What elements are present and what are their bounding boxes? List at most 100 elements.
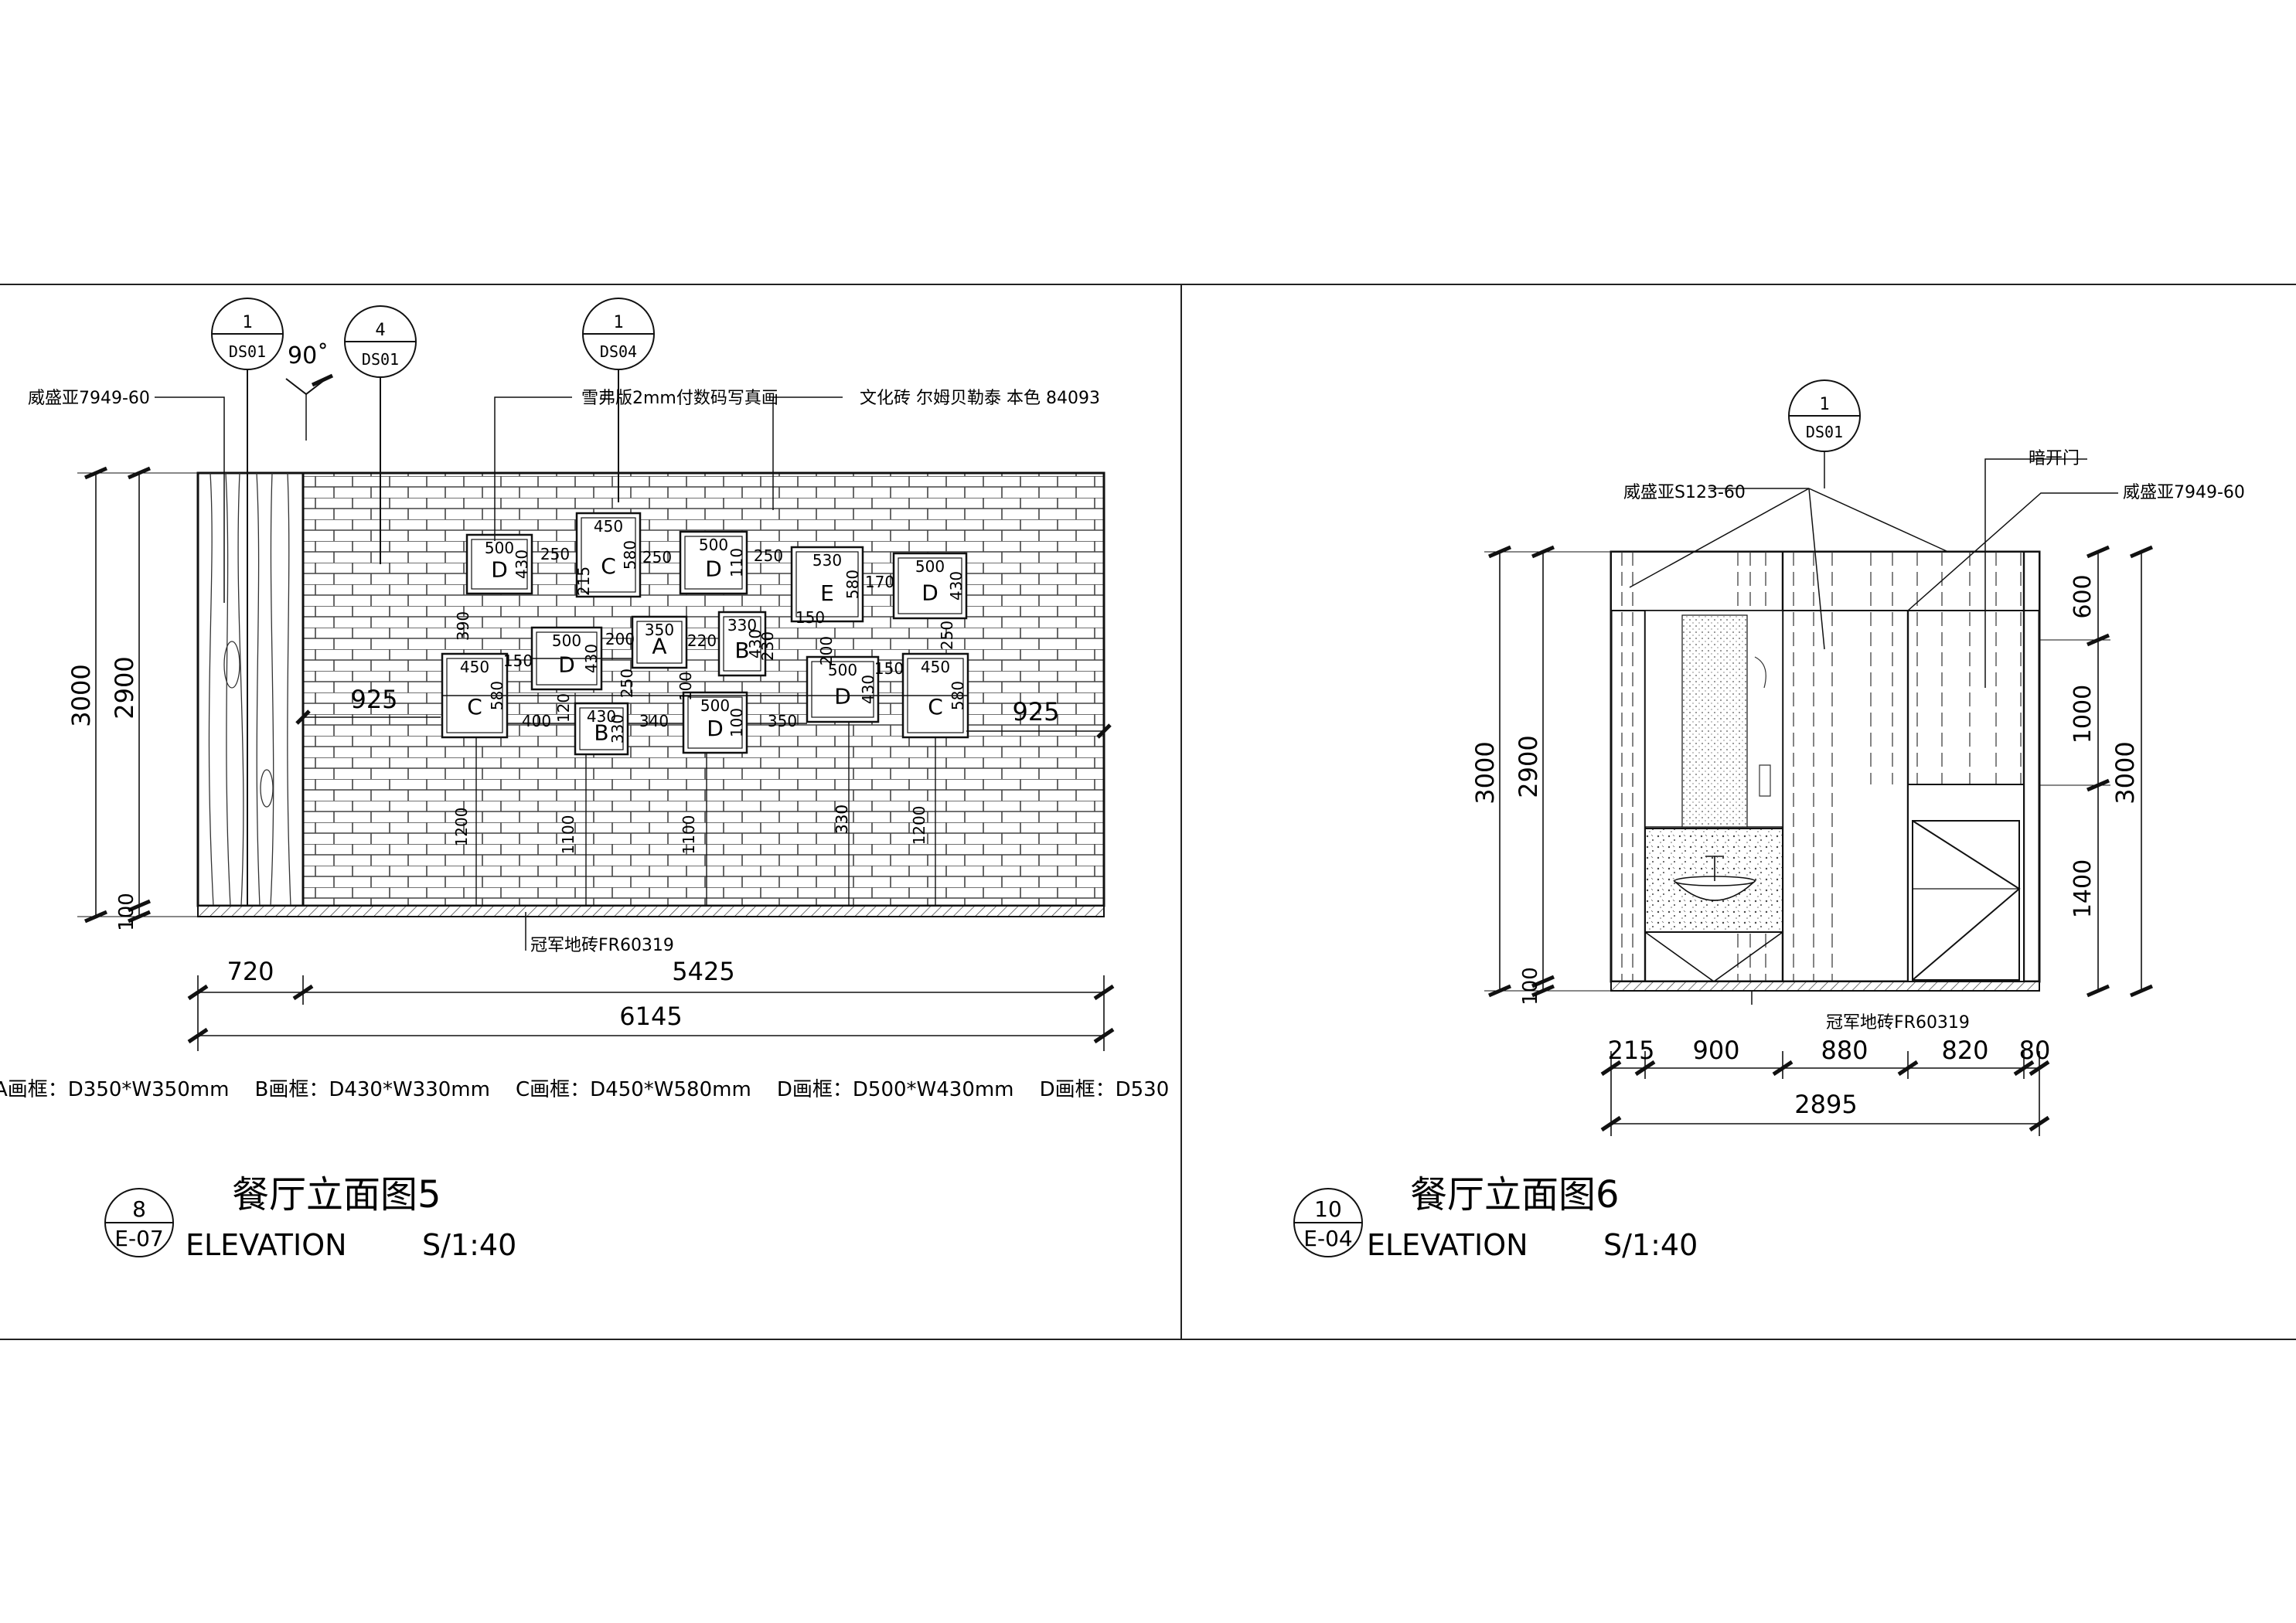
- wash-basin: [1673, 856, 1756, 901]
- frame-height-label: 330: [608, 714, 627, 743]
- title-cn-6: 餐厅立面图6: [1410, 1173, 1620, 1216]
- spacing-label: 120: [554, 693, 573, 723]
- note-print: 雪弗版2mm付数码写真画: [581, 389, 778, 408]
- spacing-label: 250: [540, 545, 570, 563]
- sheet-frame: [0, 284, 2296, 1340]
- spacing-label: 250: [754, 546, 783, 565]
- section-tag-mid: 4 DS01: [344, 305, 417, 564]
- sheet-code-5: E-07: [114, 1226, 163, 1251]
- spacing-label: 1100: [680, 815, 698, 855]
- picture-frame: [465, 533, 533, 595]
- spacing-label: 150: [874, 659, 904, 678]
- dim-6145: 6145: [619, 1002, 682, 1031]
- frame-height-label: 430: [513, 550, 531, 579]
- spacing-label: 215: [574, 567, 593, 596]
- picture-frame-inner: [687, 696, 743, 749]
- spacing-label: 340: [639, 712, 669, 730]
- section-tag-left: 1 DS01: [211, 298, 284, 906]
- spacing-label: 1200: [910, 806, 928, 846]
- tag-6-num: 1: [1819, 395, 1829, 414]
- dim-6-b5: 80: [2019, 1036, 2051, 1065]
- right-dimensions-6: [2039, 545, 2153, 998]
- picture-frame: [679, 530, 748, 595]
- leader-lines-6: [1629, 451, 2118, 1005]
- spacing-label: 1200: [452, 808, 471, 847]
- angle-label: 90˚: [288, 342, 329, 369]
- note-floor-6: 冠军地砖FR60319: [1826, 1013, 1970, 1033]
- title-en-5: ELEVATION: [186, 1228, 347, 1262]
- picture-frame-inner: [684, 536, 743, 590]
- wood-grain: [208, 472, 291, 907]
- dim-side-right: 925: [1012, 697, 1059, 726]
- tag-mid-num: 4: [375, 321, 385, 340]
- frame-letter: E: [820, 580, 834, 606]
- picture-frame-inner: [471, 539, 528, 590]
- spacing-label: 200: [817, 636, 836, 665]
- dim-6-600: 600: [2069, 574, 2097, 618]
- top-band: [1610, 551, 2040, 611]
- frame-width-label: 350: [645, 621, 674, 639]
- spacing-label: 250: [618, 669, 636, 698]
- left-dimensions: [77, 466, 198, 924]
- picture-frame-inner: [636, 621, 683, 664]
- frame-width-label: 330: [727, 616, 757, 635]
- dim-6-3000r: 3000: [2110, 741, 2140, 804]
- stone-counter: [1644, 828, 1783, 933]
- dim-6-total: 2895: [1794, 1090, 1857, 1119]
- angle-marker: 90˚: [285, 342, 334, 441]
- picture-frame-inner: [581, 517, 636, 593]
- title-block-5: 餐厅立面图5 8 E-07 ELEVATION S/1:40: [104, 1173, 516, 1262]
- frame-letter: C: [467, 694, 482, 720]
- right-cabinet: [1907, 784, 2025, 982]
- tag-6-code: DS01: [1806, 423, 1843, 441]
- picture-frame: [717, 611, 767, 677]
- frame-letter: D: [707, 716, 724, 741]
- spacing-label: 220: [687, 631, 717, 650]
- tag-mid-code: DS01: [362, 350, 399, 369]
- dim-6-3000: 3000: [1470, 741, 1500, 804]
- dim-2900: 2900: [110, 656, 139, 719]
- note-wood: 威盛亚7949-60: [28, 389, 150, 408]
- side-dimensions: [295, 709, 1112, 739]
- picture-frame-inner: [723, 616, 761, 672]
- picture-frame: [892, 552, 968, 620]
- frame-width-label: 500: [700, 696, 730, 715]
- note-floor: 冠军地砖FR60319: [530, 936, 674, 955]
- note-door: 暗开门: [2029, 449, 2080, 468]
- dim-3000: 3000: [66, 664, 96, 726]
- tag-right-num: 1: [613, 313, 623, 332]
- picture-frame: [806, 655, 880, 723]
- frame-height-label: 100: [727, 708, 746, 737]
- dim-720: 720: [227, 957, 274, 986]
- frame-width-label: 450: [921, 658, 950, 676]
- frame-letter: B: [594, 720, 608, 746]
- frame-width-label: 430: [587, 707, 616, 726]
- tag-left-code: DS01: [229, 342, 266, 361]
- frame-width-label: 530: [812, 551, 842, 570]
- note-brick: 文化砖 尔姆贝勒泰 本色 84093: [860, 389, 1100, 408]
- frame-width-label: 500: [828, 661, 857, 679]
- note-right-6: 威盛亚7949-60: [2123, 483, 2245, 502]
- frame-width-label: 500: [915, 557, 945, 576]
- spacing-label: 400: [522, 712, 551, 730]
- left-dimensions-6: [1484, 545, 1611, 998]
- frame-guide-lines: [442, 658, 968, 906]
- frame-letter: D: [491, 557, 508, 583]
- spacing-label: 250: [938, 621, 956, 650]
- sheet-num-6: 10: [1314, 1196, 1342, 1222]
- frame-letter: D: [921, 580, 938, 605]
- picture-frame-inner: [795, 551, 859, 618]
- bottom-dimensions: [187, 975, 1115, 1051]
- picture-frame-inner: [811, 661, 874, 718]
- frame-width-label: 450: [594, 517, 623, 536]
- frame-height-label: 110: [727, 548, 746, 577]
- spacing-label: 350: [768, 712, 797, 730]
- frame-width-label: 500: [485, 539, 514, 557]
- spacing-label: 330: [833, 805, 851, 834]
- bottom-dimensions-6: [1600, 1051, 2050, 1136]
- spacing-label: 390: [454, 611, 472, 641]
- dim-base-100: 100: [115, 893, 138, 931]
